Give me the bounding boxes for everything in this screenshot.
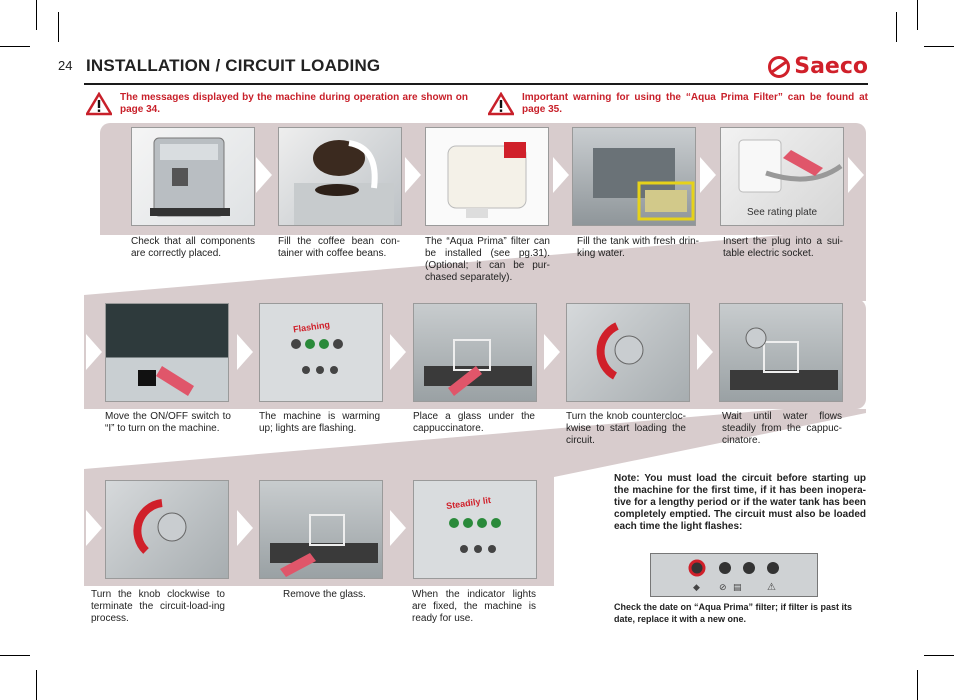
saeco-logo-icon xyxy=(768,55,791,78)
arrow-right-icon xyxy=(256,157,272,193)
arrow-right-icon xyxy=(390,510,406,546)
glass-photo xyxy=(413,303,537,402)
crop-mark xyxy=(924,46,954,47)
step-caption: Fill the tank with fresh drin-king water… xyxy=(577,236,699,259)
indicator-panel-image: ◆ ⊘ ▤ ⚠ xyxy=(650,553,818,597)
rating-plate-label: See rating plate xyxy=(747,207,818,218)
crop-mark xyxy=(896,12,897,42)
step-caption: Turn the knob countercloc-kwise to start… xyxy=(566,411,686,446)
water-flow-photo xyxy=(719,303,843,402)
warning-text: The messages displayed by the machine du… xyxy=(120,92,468,115)
band-connector xyxy=(84,409,866,477)
switch-photo xyxy=(105,303,229,402)
arrow-right-icon xyxy=(848,157,864,193)
warning-triangle-icon xyxy=(488,92,514,116)
svg-text:◆: ◆ xyxy=(693,583,700,593)
step-caption: Insert the plug into a sui-table electri… xyxy=(723,236,843,259)
arrow-right-icon xyxy=(390,334,406,370)
step-caption: Place a glass under the cappuccinatore. xyxy=(413,411,535,434)
crop-mark xyxy=(924,655,954,656)
svg-text:⊘: ⊘ xyxy=(719,583,727,593)
warning-text: Important warning for using the “Aqua Pr… xyxy=(522,92,868,115)
arrow-right-icon xyxy=(697,334,713,370)
control-panel-photo xyxy=(413,480,537,579)
brand-logo: Saeco xyxy=(768,54,868,79)
step-caption: The machine is warming up; lights are fl… xyxy=(259,411,380,434)
step-caption: Move the ON/OFF switch to “I” to turn on… xyxy=(105,411,231,434)
warning-1: The messages displayed by the machine du… xyxy=(86,92,468,116)
remove-glass-photo xyxy=(259,480,383,579)
crop-mark xyxy=(917,670,918,700)
warning-triangle-icon xyxy=(86,92,112,116)
water-tank-photo xyxy=(572,127,696,226)
crop-mark xyxy=(0,655,30,656)
arrow-right-icon xyxy=(544,334,560,370)
filter-photo xyxy=(425,127,549,226)
title-rule xyxy=(84,83,868,85)
knob-ccw-photo xyxy=(566,303,690,402)
crop-mark xyxy=(36,0,37,30)
bean-container-photo xyxy=(278,127,402,226)
page-number: 24 xyxy=(58,58,73,73)
svg-text:▤: ▤ xyxy=(733,583,742,593)
filter-date-note: Check the date on “Aqua Prima” filter; i… xyxy=(614,602,853,624)
arrow-right-icon xyxy=(86,510,102,546)
step-caption: Wait until water flows steadily from the… xyxy=(722,411,842,446)
step-caption: When the indicator lights are fixed, the… xyxy=(412,589,536,624)
step-caption: Turn the knob clockwise to terminate the… xyxy=(91,589,225,624)
crop-mark xyxy=(917,0,918,30)
plug-photo xyxy=(720,127,844,226)
arrow-right-icon xyxy=(86,334,102,370)
arrow-right-icon xyxy=(700,157,716,193)
arrow-right-icon xyxy=(237,510,253,546)
step-caption: Fill the coffee bean con-tainer with cof… xyxy=(278,236,400,259)
svg-text:⚠: ⚠ xyxy=(767,582,776,593)
crop-mark xyxy=(58,12,59,42)
step-caption: Remove the glass. xyxy=(283,589,366,600)
knob-cw-photo xyxy=(105,480,229,579)
crop-mark xyxy=(0,46,30,47)
brand-name: Saeco xyxy=(794,54,868,79)
arrow-right-icon xyxy=(553,157,569,193)
band-connector xyxy=(84,235,866,301)
machine-photo xyxy=(131,127,255,226)
crop-mark xyxy=(36,670,37,700)
step-caption: The “Aqua Prima” filter can be installed… xyxy=(425,236,550,283)
arrow-right-icon xyxy=(237,334,253,370)
warning-2: Important warning for using the “Aqua Pr… xyxy=(488,92,868,116)
page-title: INSTALLATION / CIRCUIT LOADING xyxy=(86,56,381,75)
arrow-right-icon xyxy=(405,157,421,193)
control-panel-photo xyxy=(259,303,383,402)
step-caption: Check that all components are correctly … xyxy=(131,236,255,259)
circuit-note: Note: You must load the circuit before s… xyxy=(614,473,866,532)
